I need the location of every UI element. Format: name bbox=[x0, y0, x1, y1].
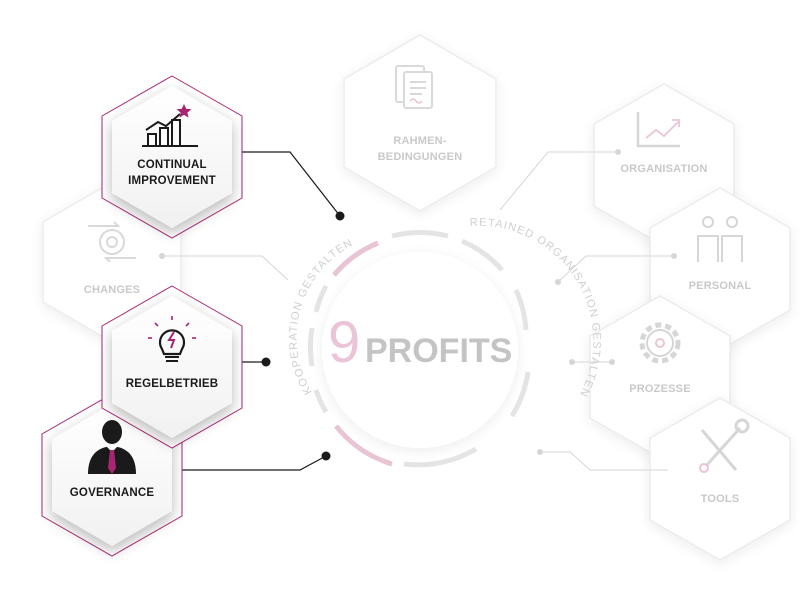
growth-chart-icon bbox=[636, 112, 680, 148]
organisation-label: ORGANISATION bbox=[620, 163, 707, 175]
center-number: 9 bbox=[328, 310, 360, 375]
node-continual-improvement[interactable]: CONTINUAL IMPROVEMENT bbox=[101, 75, 243, 239]
node-rahmen[interactable]: RAHMEN- BEDINGUNGEN bbox=[343, 34, 497, 212]
people-icon bbox=[697, 216, 743, 262]
continual-label-1: CONTINUAL bbox=[137, 159, 207, 171]
node-tools[interactable]: TOOLS bbox=[649, 397, 791, 561]
rahmen-label-2: BEDINGUNGEN bbox=[378, 151, 463, 163]
tools-label: TOOLS bbox=[701, 493, 740, 505]
wrench-screwdriver-icon bbox=[700, 418, 750, 471]
node-governance[interactable]: GOVERNANCE bbox=[41, 393, 183, 557]
continual-label-2: IMPROVEMENT bbox=[128, 175, 216, 187]
regelbetrieb-label: REGELBETRIEB bbox=[126, 378, 219, 390]
lightbulb-icon bbox=[148, 316, 196, 362]
changes-label: CHANGES bbox=[84, 284, 140, 296]
prozesse-label: PROZESSE bbox=[629, 383, 691, 395]
center-ring: KOOPERATION GESTALTEN RETAINED ORGANISAT… bbox=[288, 217, 601, 468]
center-word: PROFITS bbox=[365, 332, 512, 370]
personal-label: PERSONAL bbox=[689, 280, 752, 292]
cog-icon bbox=[639, 322, 681, 364]
rahmen-label-1: RAHMEN- bbox=[393, 135, 446, 147]
governance-label: GOVERNANCE bbox=[70, 487, 155, 499]
gear-people-cycle-icon bbox=[88, 221, 136, 263]
star-icon bbox=[176, 104, 192, 118]
node-regelbetrieb[interactable]: REGELBETRIEB bbox=[101, 285, 243, 449]
chart-star-icon bbox=[142, 113, 198, 147]
businessman-icon bbox=[88, 420, 136, 474]
